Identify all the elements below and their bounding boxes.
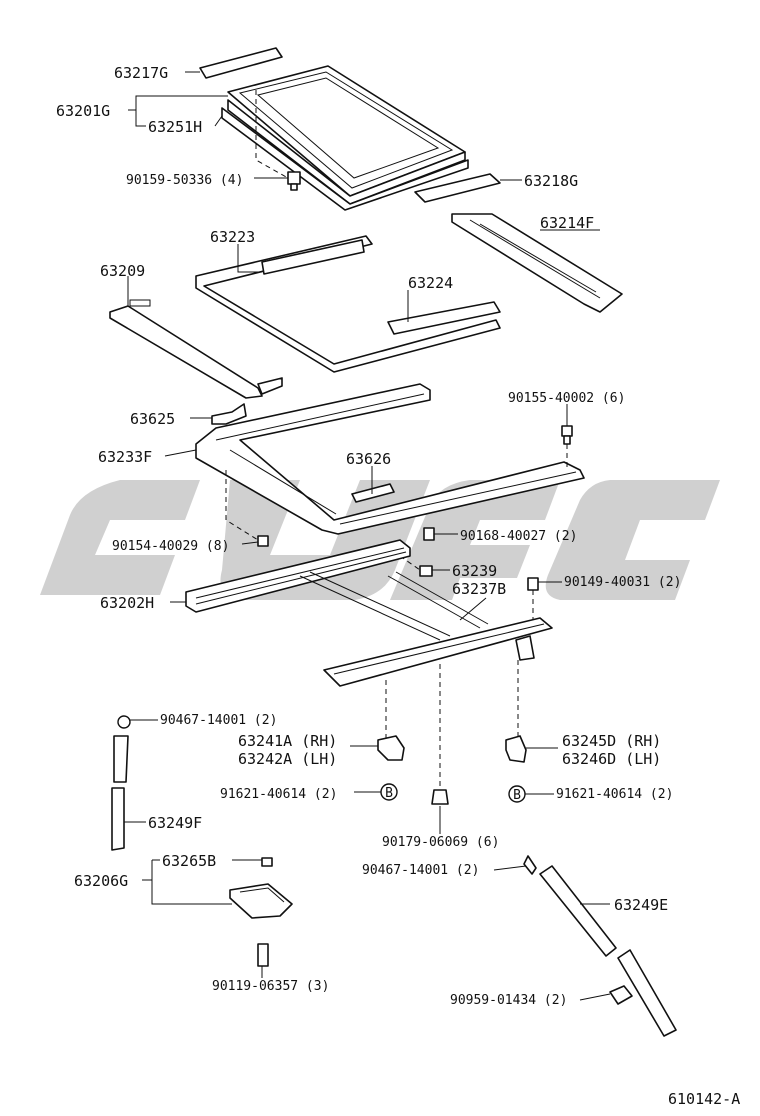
label-63209: 63209 (100, 262, 145, 280)
part-sunroof-glass (221, 65, 469, 211)
part-63625-bracket (211, 403, 247, 425)
dash-90154-line (225, 470, 259, 541)
label-63242a: 63242A (LH) (238, 750, 337, 768)
label-63233f: 63233F (98, 448, 152, 466)
label-90159: 90159-50336 (4) (126, 173, 243, 188)
label-63265b: 63265B (162, 852, 216, 870)
part-63233f-housing (195, 383, 585, 535)
svg-text:B: B (513, 788, 521, 803)
label-91621-left: 91621-40614 (2) (220, 787, 337, 802)
part-63626-clip (351, 483, 395, 503)
label-63218g: 63218G (524, 172, 578, 190)
label-90168: 90168-40027 (2) (460, 529, 577, 544)
svg-text:B: B (385, 786, 393, 801)
part-63245d-bracket (505, 735, 527, 763)
label-63201g: 63201G (56, 102, 110, 120)
part-63206g-motor (229, 857, 293, 919)
label-63241a: 63241A (RH) (238, 732, 337, 750)
label-63224: 63224 (408, 274, 453, 292)
part-90159-bolt (287, 171, 301, 191)
part-right-rail (323, 617, 553, 687)
part-63241a-bracket (377, 735, 405, 761)
part-63224-drain-seal (387, 301, 501, 335)
part-63218g-bracket (414, 173, 501, 203)
part-63249f-drain-hose (111, 715, 131, 851)
part-63249e-drain-hose (523, 855, 677, 1037)
diagram-id: 610142-A (668, 1090, 740, 1108)
part-63237b-cables (299, 571, 489, 641)
part-63239-block (419, 565, 433, 577)
bolt-mark-b-2: B (508, 785, 526, 803)
label-63202h: 63202H (100, 594, 154, 612)
label-63625: 63625 (130, 410, 175, 428)
part-90119-screw (257, 943, 269, 967)
label-90154: 90154-40029 (8) (112, 539, 229, 554)
part-63223-seal (195, 235, 501, 373)
label-63206g: 63206G (74, 872, 128, 890)
label-63223: 63223 (210, 228, 255, 246)
label-63217g: 63217G (114, 64, 168, 82)
label-90155: 90155-40002 (6) (508, 391, 625, 406)
part-63214f-deflector (451, 213, 623, 313)
label-63249f: 63249F (148, 814, 202, 832)
label-63249e: 63249E (614, 896, 668, 914)
part-90155-screw (561, 425, 573, 445)
label-90467-right: 90467-14001 (2) (362, 863, 479, 878)
label-63237b: 63237B (452, 580, 506, 598)
label-63239: 63239 (452, 562, 497, 580)
part-90168-screw (423, 527, 435, 541)
label-90959: 90959-01434 (2) (450, 993, 567, 1008)
dash-bolt-line (255, 90, 289, 179)
part-63202h-rail (185, 539, 411, 613)
label-91621-right: 91621-40614 (2) (556, 787, 673, 802)
label-90119: 90119-06357 (3) (212, 979, 329, 994)
part-labels: 63217G 63201G 63251H 90159-50336 (4) 632… (56, 64, 740, 1108)
label-90149: 90149-40031 (2) (564, 575, 681, 590)
label-63246d: 63246D (LH) (562, 750, 661, 768)
label-90179: 90179-06069 (6) (382, 835, 499, 850)
part-63209-garnish (109, 299, 283, 399)
label-63214f: 63214F (540, 214, 594, 232)
part-90179-nut (431, 789, 449, 805)
label-63626: 63626 (346, 450, 391, 468)
label-63251h: 63251H (148, 118, 202, 136)
part-63217g-strip (199, 47, 283, 79)
part-90154-bolt (257, 535, 269, 547)
bolt-mark-b-1: B (380, 783, 398, 801)
leader-lines (124, 71, 611, 1001)
part-90149-screw (527, 577, 539, 591)
label-63245d: 63245D (RH) (562, 732, 661, 750)
label-90467-left: 90467-14001 (2) (160, 713, 277, 728)
